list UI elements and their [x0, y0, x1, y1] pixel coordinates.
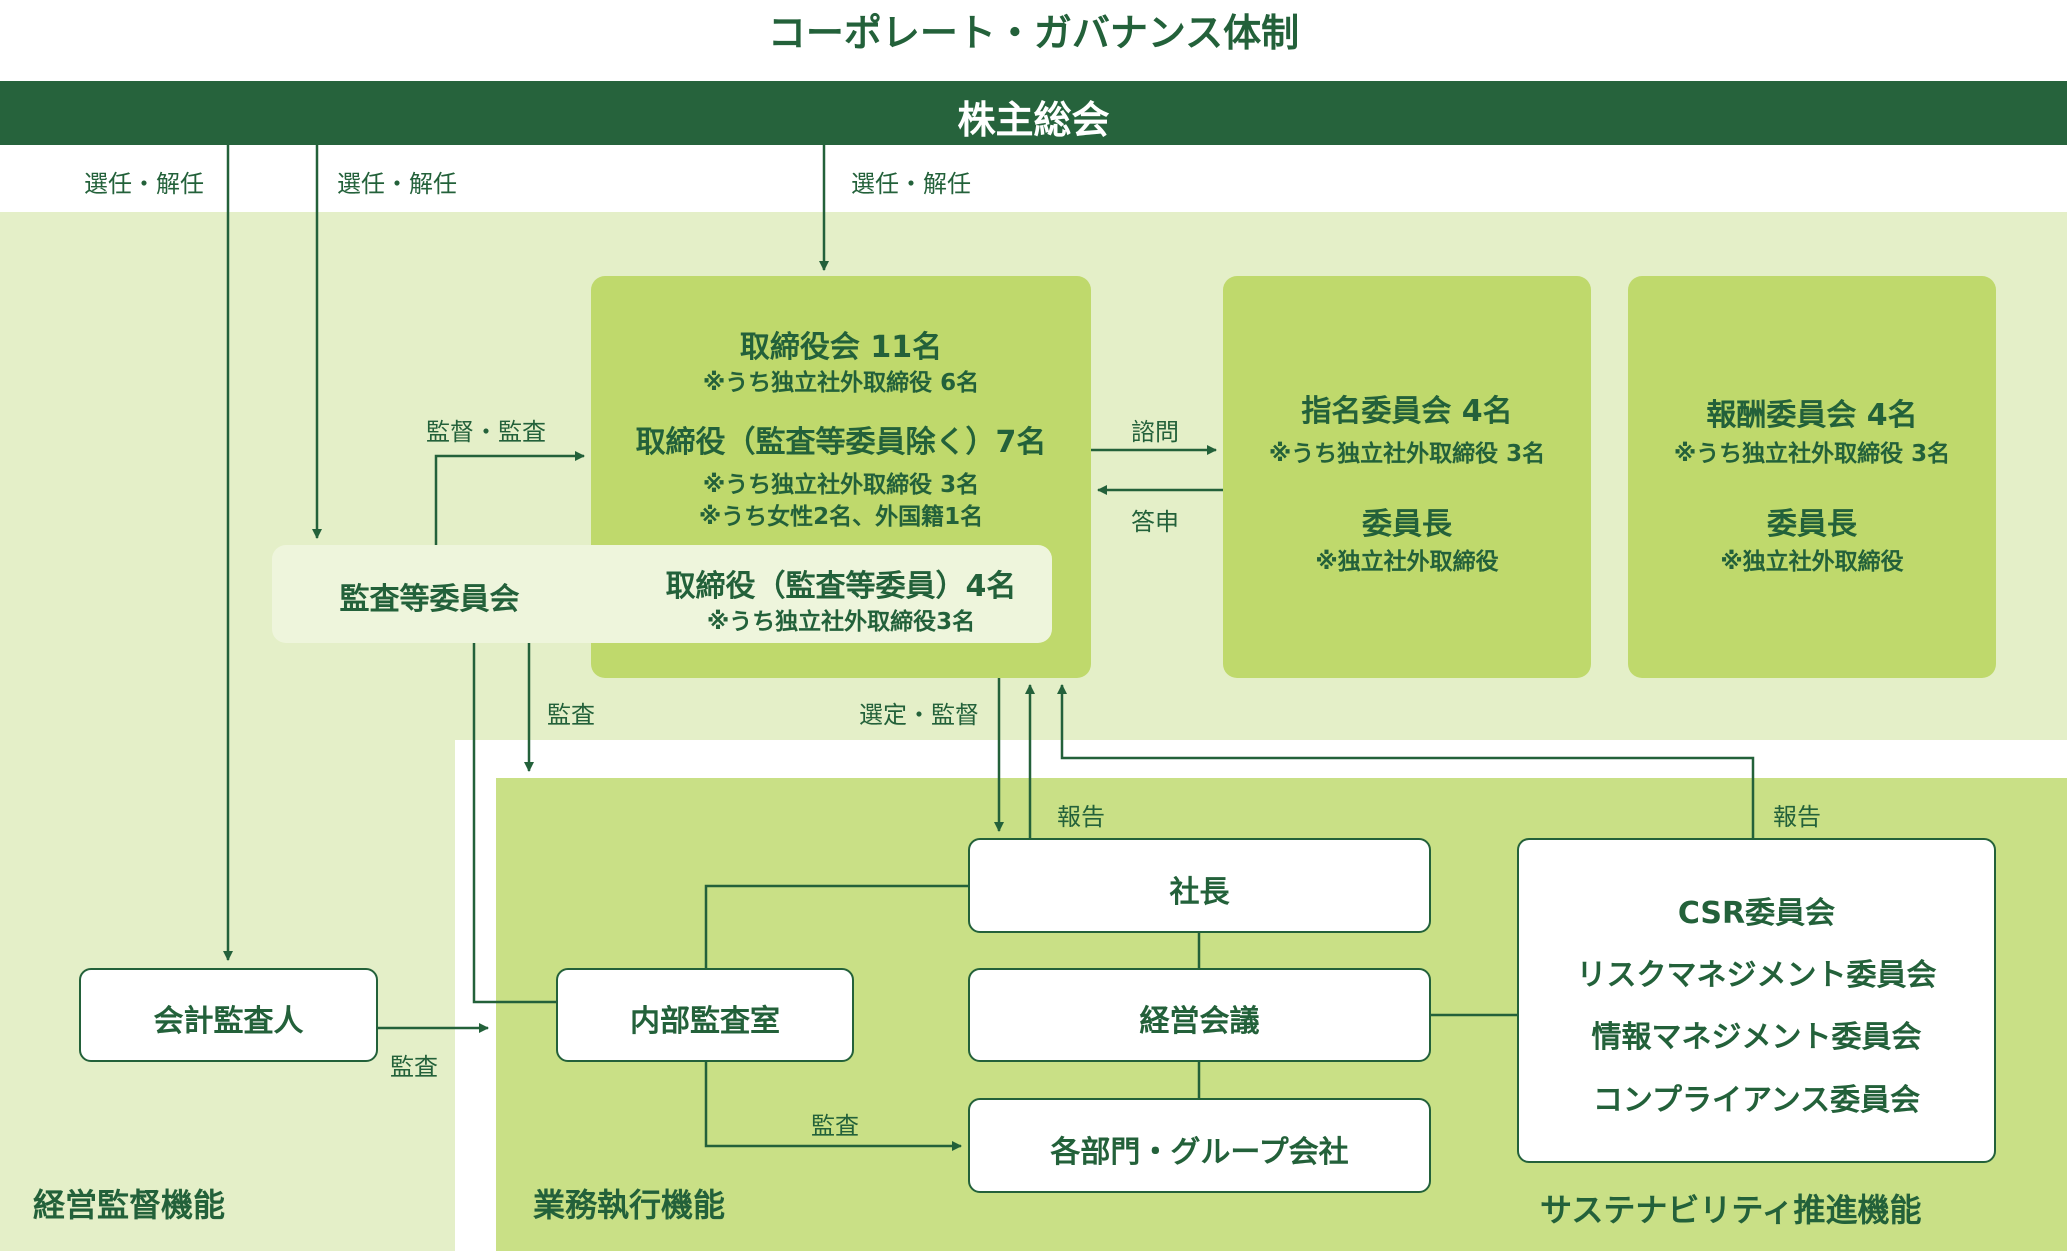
- supervision-zone-title: 経営監督機能: [33, 1186, 226, 1224]
- remuneration-chair-note: ※独立社外取締役: [1720, 549, 1904, 575]
- committee-information-management: 情報マネジメント委員会: [1591, 1020, 1922, 1055]
- remuneration-committee-box: [1628, 276, 1996, 678]
- appoint-label-3: 選任・解任: [851, 170, 971, 198]
- committee-csr: CSR委員会: [1677, 896, 1836, 931]
- execution-zone-title: 業務執行機能: [533, 1186, 726, 1224]
- select-supervise-label: 選定・監督: [859, 701, 979, 729]
- accounting-auditor-box: [79, 968, 378, 1062]
- consult-label: 諮問: [1131, 418, 1179, 446]
- appoint-label-2: 選任・解任: [337, 170, 457, 198]
- management-meeting-label: 経営会議: [1139, 1004, 1260, 1039]
- report-label-2: 報告: [1773, 803, 1821, 831]
- report-label-1: 報告: [1057, 803, 1105, 831]
- directors-independent-note: ※うち独立社外取締役 3名: [702, 472, 980, 498]
- report-back-label: 答申: [1131, 508, 1179, 536]
- board-independent-note: ※うち独立社外取締役 6名: [702, 370, 980, 396]
- shareholders-meeting-label: 株主総会: [957, 98, 1110, 142]
- audit-label-2: 監査: [390, 1053, 438, 1081]
- board-members: 取締役会 11名: [739, 330, 943, 365]
- appoint-label-1: 選任・解任: [84, 170, 204, 198]
- internal-audit-box: [556, 968, 854, 1062]
- departments-box: [968, 1098, 1431, 1193]
- audit-label-3: 監査: [811, 1112, 859, 1140]
- remuneration-chair: 委員長: [1767, 507, 1857, 542]
- management-meeting-box: [968, 968, 1431, 1062]
- remuneration-committee-title: 報酬委員会 4名: [1706, 398, 1918, 433]
- audit-label-1: 監査: [547, 701, 595, 729]
- audit-committee-box: [272, 545, 1052, 643]
- accounting-auditor-label: 会計監査人: [153, 1004, 304, 1039]
- shareholders-meeting-bar: [0, 81, 2067, 145]
- nomination-committee-title: 指名委員会 4名: [1301, 394, 1513, 429]
- audit-directors-note: ※うち独立社外取締役3名: [706, 609, 976, 635]
- departments-label: 各部門・グループ会社: [1050, 1135, 1349, 1170]
- remuneration-committee-note: ※うち独立社外取締役 3名: [1673, 441, 1951, 467]
- audit-directors: 取締役（監査等委員）4名: [665, 569, 1017, 604]
- directors-excluding-audit: 取締役（監査等委員除く）7名: [635, 425, 1047, 460]
- nomination-committee-note: ※うち独立社外取締役 3名: [1268, 441, 1546, 467]
- president-label: 社長: [1169, 875, 1230, 910]
- sustainability-committees-box: [1517, 838, 1996, 1163]
- committee-risk-management: リスクマネジメント委員会: [1576, 958, 1937, 993]
- nomination-chair-note: ※独立社外取締役: [1315, 549, 1499, 575]
- president-box: [968, 838, 1431, 933]
- nomination-chair: 委員長: [1362, 507, 1452, 542]
- internal-audit-label: 内部監査室: [630, 1004, 780, 1039]
- committee-compliance: コンプライアンス委員会: [1592, 1083, 1921, 1118]
- nomination-committee-box: [1223, 276, 1591, 678]
- directors-diversity-note: ※うち女性2名、外国籍1名: [698, 504, 984, 530]
- sustainability-zone-title: サステナビリティ推進機能: [1540, 1191, 1922, 1229]
- supervise-audit-label: 監督・監査: [426, 418, 546, 446]
- audit-committee-label: 監査等委員会: [339, 582, 520, 617]
- page-title: コーポレート・ガバナンス体制: [767, 11, 1300, 55]
